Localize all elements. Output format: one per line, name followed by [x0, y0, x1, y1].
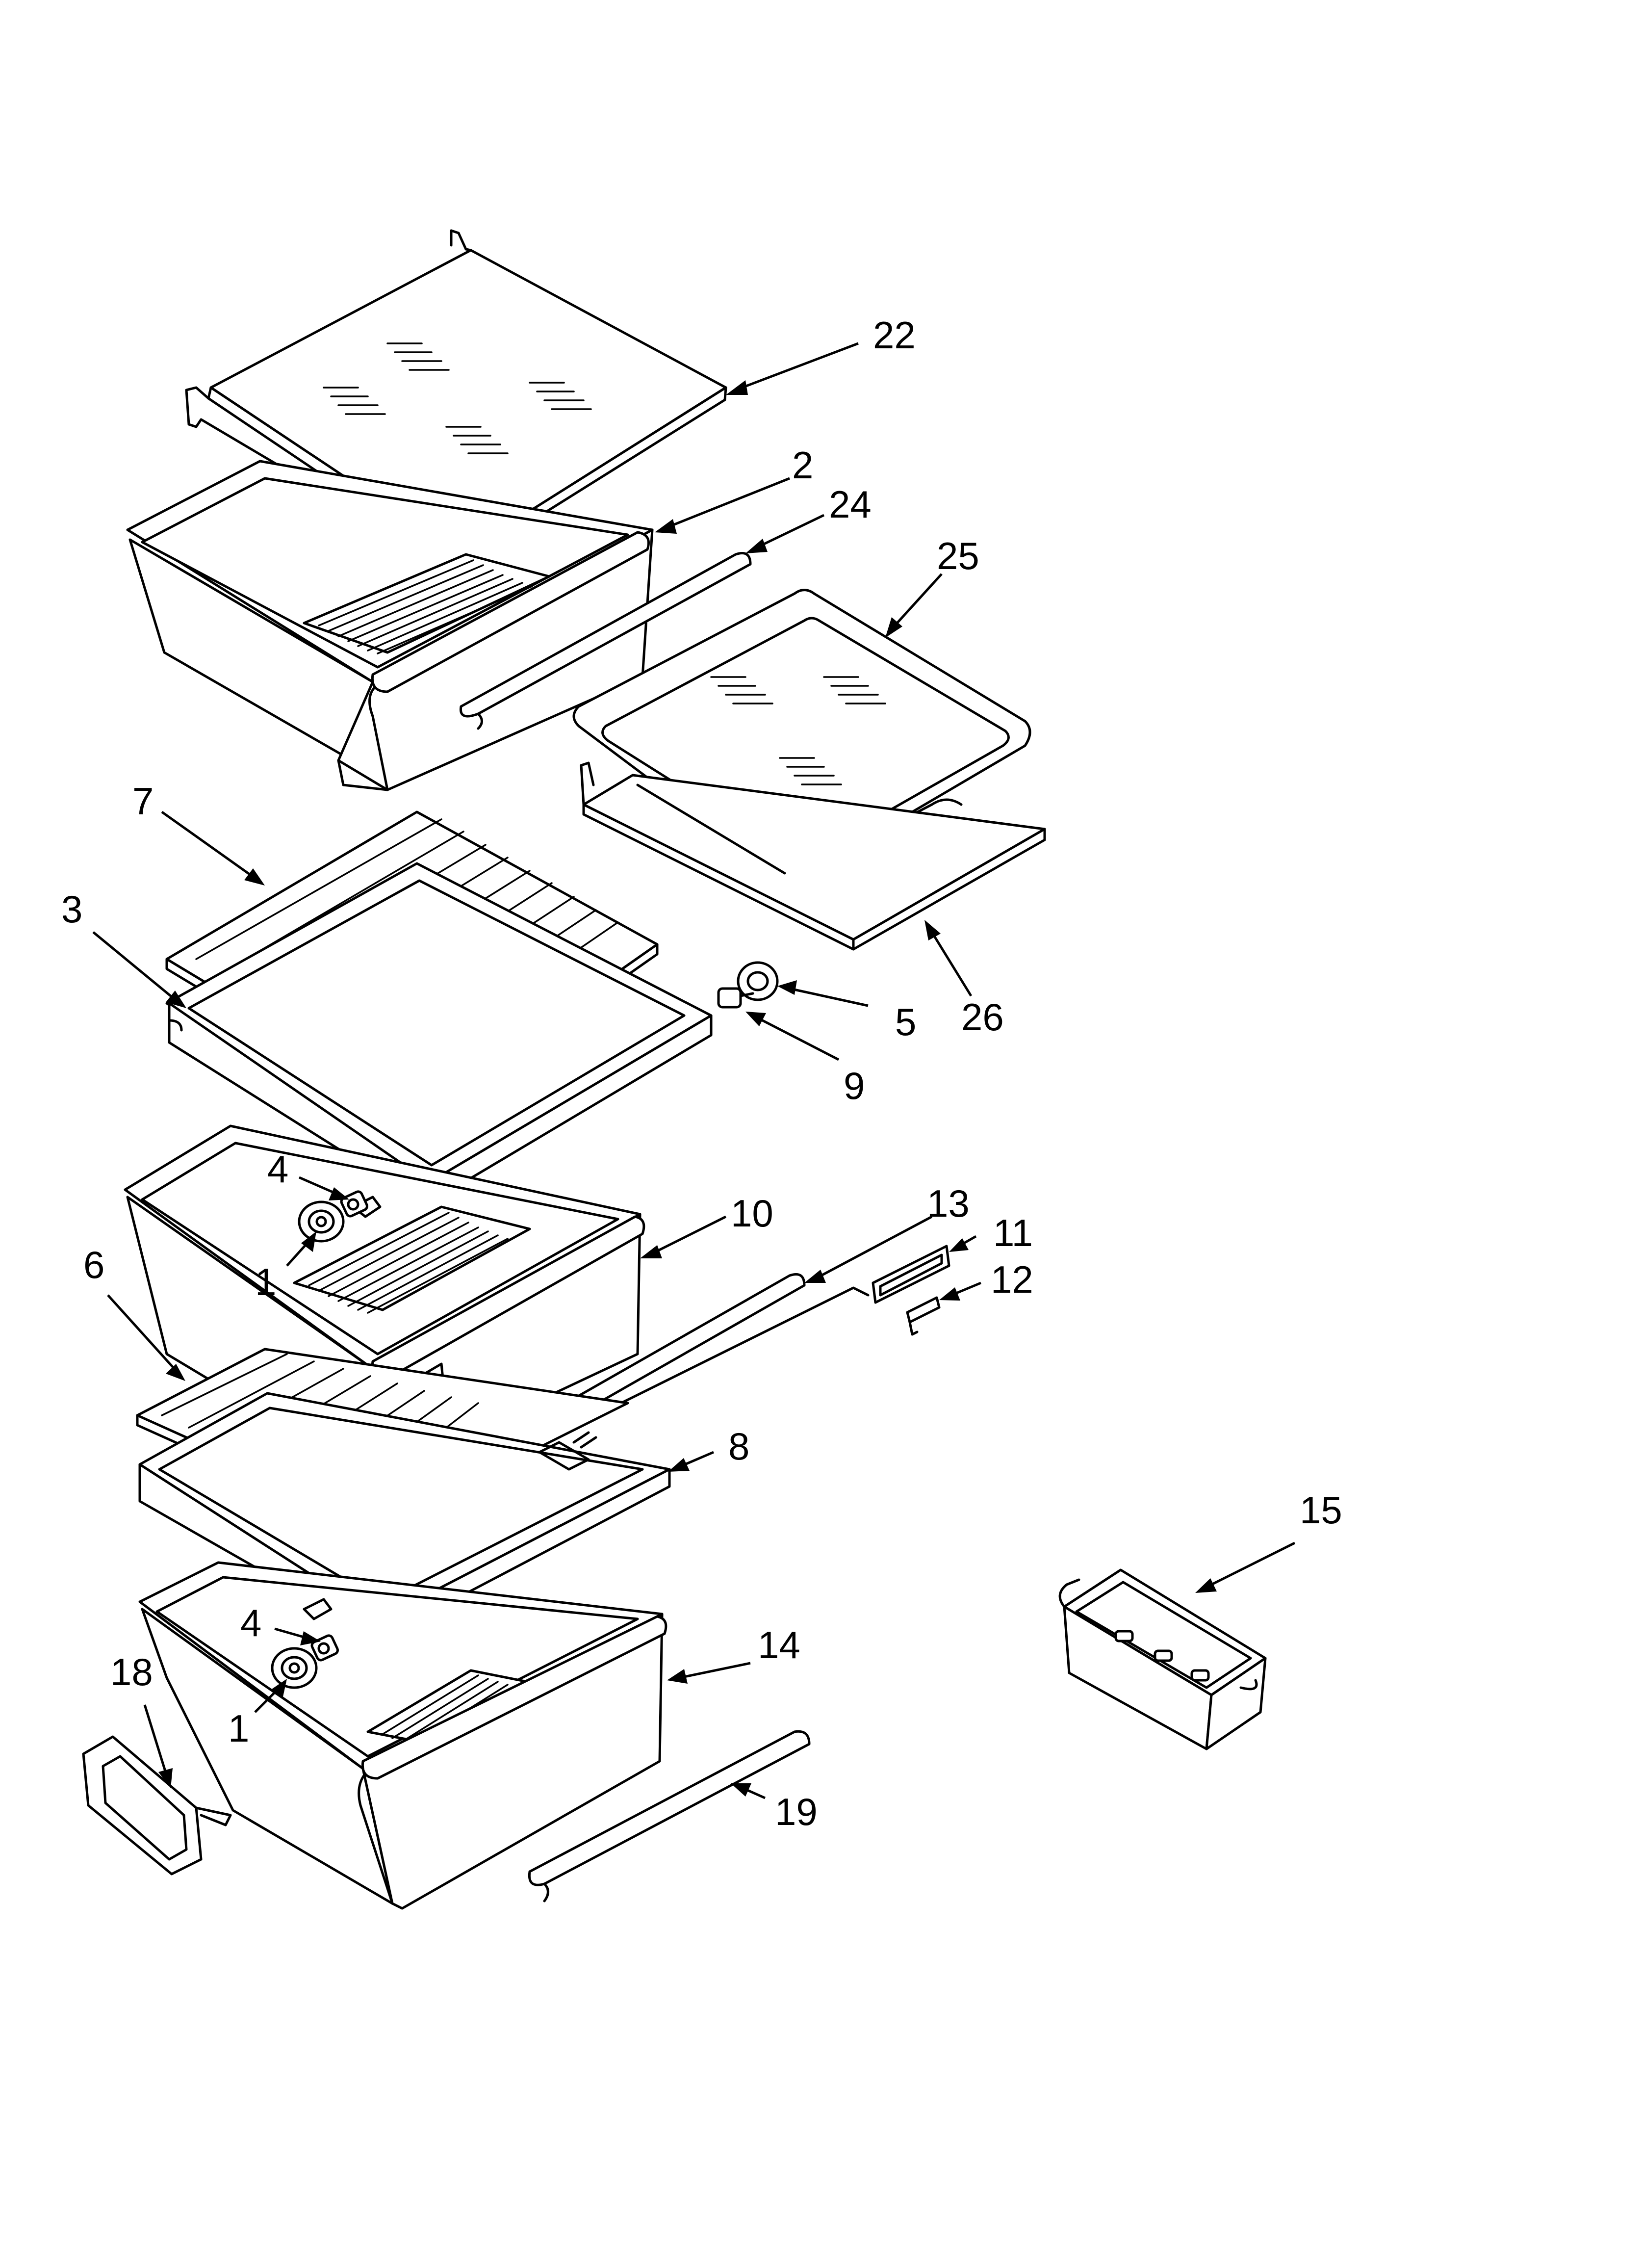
- callout-4-lower: 4: [240, 1601, 261, 1644]
- callout-labels: 22 2 24 25 7 3 26 5 9 4 1 10 13 11 12 6 …: [61, 313, 1342, 1833]
- callout-14: 14: [758, 1623, 800, 1667]
- part-18-label-holder: [82, 1735, 232, 1876]
- callout-13: 13: [927, 1182, 970, 1225]
- part-26-shelf-frame: [580, 761, 1046, 951]
- callout-3: 3: [61, 887, 82, 931]
- callout-2: 2: [792, 443, 813, 487]
- part-11-clip: [872, 1245, 950, 1304]
- part-24-trim: [459, 552, 752, 730]
- part-4-axle-upper: [340, 1190, 368, 1218]
- callout-12: 12: [991, 1258, 1033, 1301]
- part-9-axle: [717, 987, 754, 1009]
- part-2-crisper-drawer: [126, 460, 654, 791]
- callout-9: 9: [844, 1064, 865, 1107]
- callout-8: 8: [728, 1425, 749, 1468]
- callout-25: 25: [937, 534, 979, 577]
- callout-11: 11: [993, 1211, 1033, 1254]
- leader-lines: [92, 342, 1296, 1799]
- callout-4-upper: 4: [267, 1147, 288, 1191]
- callout-24: 24: [829, 483, 872, 526]
- callout-18: 18: [110, 1650, 153, 1694]
- callout-1-upper: 1: [255, 1260, 276, 1303]
- callout-5: 5: [895, 1000, 916, 1043]
- part-19-trim: [528, 1730, 811, 1903]
- callout-26: 26: [961, 995, 1004, 1039]
- part-5-roller: [737, 961, 779, 1001]
- part-4-axle-lower: [310, 1634, 339, 1662]
- callout-1-lower: 1: [228, 1707, 249, 1750]
- part-1-roller-lower: [271, 1647, 318, 1689]
- callout-22: 22: [873, 313, 916, 357]
- callout-6: 6: [83, 1243, 104, 1286]
- callout-7: 7: [132, 780, 154, 823]
- callout-10: 10: [731, 1192, 773, 1235]
- part-15-bin: [1058, 1568, 1267, 1750]
- part-1-roller-upper: [298, 1200, 345, 1243]
- part-12-clip: [906, 1296, 941, 1336]
- callout-15: 15: [1300, 1488, 1342, 1532]
- part-14-crisper-drawer: [138, 1561, 667, 1910]
- callout-19: 19: [775, 1790, 818, 1833]
- part-10-crisper-drawer: [124, 1124, 645, 1473]
